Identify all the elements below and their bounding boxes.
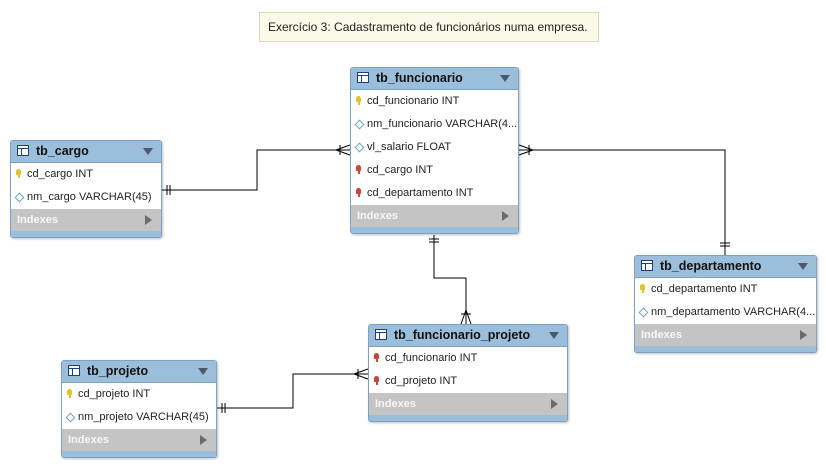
cardinality-one-funcionario bbox=[429, 238, 439, 243]
primary-key-icon bbox=[67, 389, 72, 398]
connector-projeto-funcionario-projeto[interactable] bbox=[217, 373, 368, 409]
connector-cargo-funcionario[interactable] bbox=[162, 149, 350, 191]
column-row[interactable]: cd_cargo INT bbox=[351, 159, 518, 182]
expand-arrow-icon[interactable] bbox=[502, 211, 509, 221]
indexes-section[interactable]: Indexes bbox=[351, 205, 518, 227]
column-row[interactable]: nm_departamento VARCHAR(4... bbox=[635, 301, 816, 324]
indexes-label: Indexes bbox=[68, 434, 109, 446]
table-tb-funcionario[interactable]: tb_funcionario cd_funcionario INT nm_fun… bbox=[350, 67, 519, 234]
table-footer bbox=[369, 415, 567, 421]
chevron-down-icon[interactable] bbox=[198, 368, 208, 375]
column-diamond-icon bbox=[354, 119, 365, 130]
table-title: tb_cargo bbox=[36, 144, 89, 158]
chevron-down-icon[interactable] bbox=[798, 263, 808, 270]
column-label: cd_projeto INT bbox=[385, 375, 458, 387]
table-header[interactable]: tb_funcionario_projeto bbox=[369, 325, 567, 347]
foreign-key-icon bbox=[356, 188, 361, 197]
note-text: Exercício 3: Cadastramento de funcionári… bbox=[268, 20, 588, 34]
table-icon bbox=[375, 329, 387, 340]
indexes-section[interactable]: Indexes bbox=[62, 429, 216, 451]
indexes-label: Indexes bbox=[641, 329, 682, 341]
indexes-label: Indexes bbox=[357, 210, 398, 222]
column-label: cd_cargo INT bbox=[27, 168, 94, 180]
table-title: tb_funcionario_projeto bbox=[394, 328, 531, 342]
table-tb-funcionario-projeto[interactable]: tb_funcionario_projeto cd_funcionario IN… bbox=[368, 324, 568, 422]
table-title: tb_projeto bbox=[87, 364, 149, 378]
column-row[interactable]: cd_funcionario INT bbox=[351, 90, 518, 113]
cardinality-one-cargo bbox=[166, 185, 171, 195]
column-diamond-icon bbox=[14, 192, 25, 203]
column-label: cd_funcionario INT bbox=[385, 352, 478, 364]
column-row[interactable]: cd_cargo INT bbox=[11, 163, 161, 186]
column-row[interactable]: nm_projeto VARCHAR(45) bbox=[62, 406, 216, 429]
column-diamond-icon bbox=[354, 142, 365, 153]
cardinality-many-funcionario-right bbox=[518, 144, 534, 156]
column-label: nm_projeto VARCHAR(45) bbox=[78, 411, 209, 423]
table-footer bbox=[11, 231, 161, 237]
chevron-down-icon[interactable] bbox=[143, 148, 153, 155]
expand-arrow-icon[interactable] bbox=[200, 435, 207, 445]
chevron-down-icon[interactable] bbox=[500, 75, 510, 82]
column-label: cd_departamento INT bbox=[367, 187, 474, 199]
table-footer bbox=[635, 346, 816, 352]
column-label: vl_salario FLOAT bbox=[367, 141, 452, 153]
column-row[interactable]: cd_projeto INT bbox=[369, 370, 567, 393]
column-diamond-icon bbox=[65, 412, 76, 423]
expand-arrow-icon[interactable] bbox=[551, 399, 558, 409]
primary-key-icon bbox=[16, 169, 21, 178]
primary-key-icon bbox=[356, 96, 361, 105]
cardinality-many-funcionario-projeto-top bbox=[460, 309, 472, 325]
table-tb-departamento[interactable]: tb_departamento cd_departamento INT nm_d… bbox=[634, 255, 817, 353]
table-tb-cargo[interactable]: tb_cargo cd_cargo INT nm_cargo VARCHAR(4… bbox=[10, 140, 162, 238]
table-icon bbox=[17, 145, 29, 156]
connector-departamento-funcionario[interactable] bbox=[519, 149, 726, 255]
connector-funcionario-funcionario-projeto[interactable] bbox=[433, 235, 467, 324]
foreign-key-icon bbox=[374, 353, 379, 362]
table-header[interactable]: tb_funcionario bbox=[351, 68, 518, 90]
indexes-label: Indexes bbox=[375, 398, 416, 410]
indexes-section[interactable]: Indexes bbox=[11, 209, 161, 231]
chevron-down-icon[interactable] bbox=[549, 332, 559, 339]
foreign-key-icon bbox=[374, 376, 379, 385]
column-row[interactable]: nm_cargo VARCHAR(45) bbox=[11, 186, 161, 209]
cardinality-many-funcionario-projeto-left bbox=[353, 368, 369, 380]
column-row[interactable]: vl_salario FLOAT bbox=[351, 136, 518, 159]
table-icon bbox=[641, 260, 653, 271]
table-tb-projeto[interactable]: tb_projeto cd_projeto INT nm_projeto VAR… bbox=[61, 360, 217, 458]
table-icon bbox=[68, 365, 80, 376]
indexes-label: Indexes bbox=[17, 214, 58, 226]
expand-arrow-icon[interactable] bbox=[145, 215, 152, 225]
primary-key-icon bbox=[640, 284, 645, 293]
column-label: nm_funcionario VARCHAR(4... bbox=[367, 118, 518, 130]
column-label: cd_departamento INT bbox=[651, 283, 758, 295]
table-title: tb_departamento bbox=[660, 259, 762, 273]
cardinality-one-departamento bbox=[720, 242, 730, 247]
table-header[interactable]: tb_departamento bbox=[635, 256, 816, 278]
indexes-section[interactable]: Indexes bbox=[635, 324, 816, 346]
table-title: tb_funcionario bbox=[376, 71, 463, 85]
column-row[interactable]: cd_funcionario INT bbox=[369, 347, 567, 370]
table-header[interactable]: tb_projeto bbox=[62, 361, 216, 383]
table-icon bbox=[357, 72, 369, 83]
column-label: cd_projeto INT bbox=[78, 388, 151, 400]
column-row[interactable]: nm_funcionario VARCHAR(4... bbox=[351, 113, 518, 136]
indexes-section[interactable]: Indexes bbox=[369, 393, 567, 415]
column-label: cd_funcionario INT bbox=[367, 95, 460, 107]
foreign-key-icon bbox=[356, 165, 361, 174]
table-footer bbox=[351, 227, 518, 233]
table-header[interactable]: tb_cargo bbox=[11, 141, 161, 163]
diagram-note[interactable]: Exercício 3: Cadastramento de funcionári… bbox=[259, 12, 599, 42]
column-label: cd_cargo INT bbox=[367, 164, 434, 176]
column-row[interactable]: cd_departamento INT bbox=[635, 278, 816, 301]
table-footer bbox=[62, 451, 216, 457]
column-label: nm_cargo VARCHAR(45) bbox=[27, 191, 152, 203]
column-row[interactable]: cd_projeto INT bbox=[62, 383, 216, 406]
expand-arrow-icon[interactable] bbox=[800, 330, 807, 340]
cardinality-many-funcionario-left bbox=[335, 144, 351, 156]
cardinality-one-projeto bbox=[221, 403, 226, 413]
column-label: nm_departamento VARCHAR(4... bbox=[651, 306, 816, 318]
column-row[interactable]: cd_departamento INT bbox=[351, 182, 518, 205]
column-diamond-icon bbox=[638, 307, 649, 318]
